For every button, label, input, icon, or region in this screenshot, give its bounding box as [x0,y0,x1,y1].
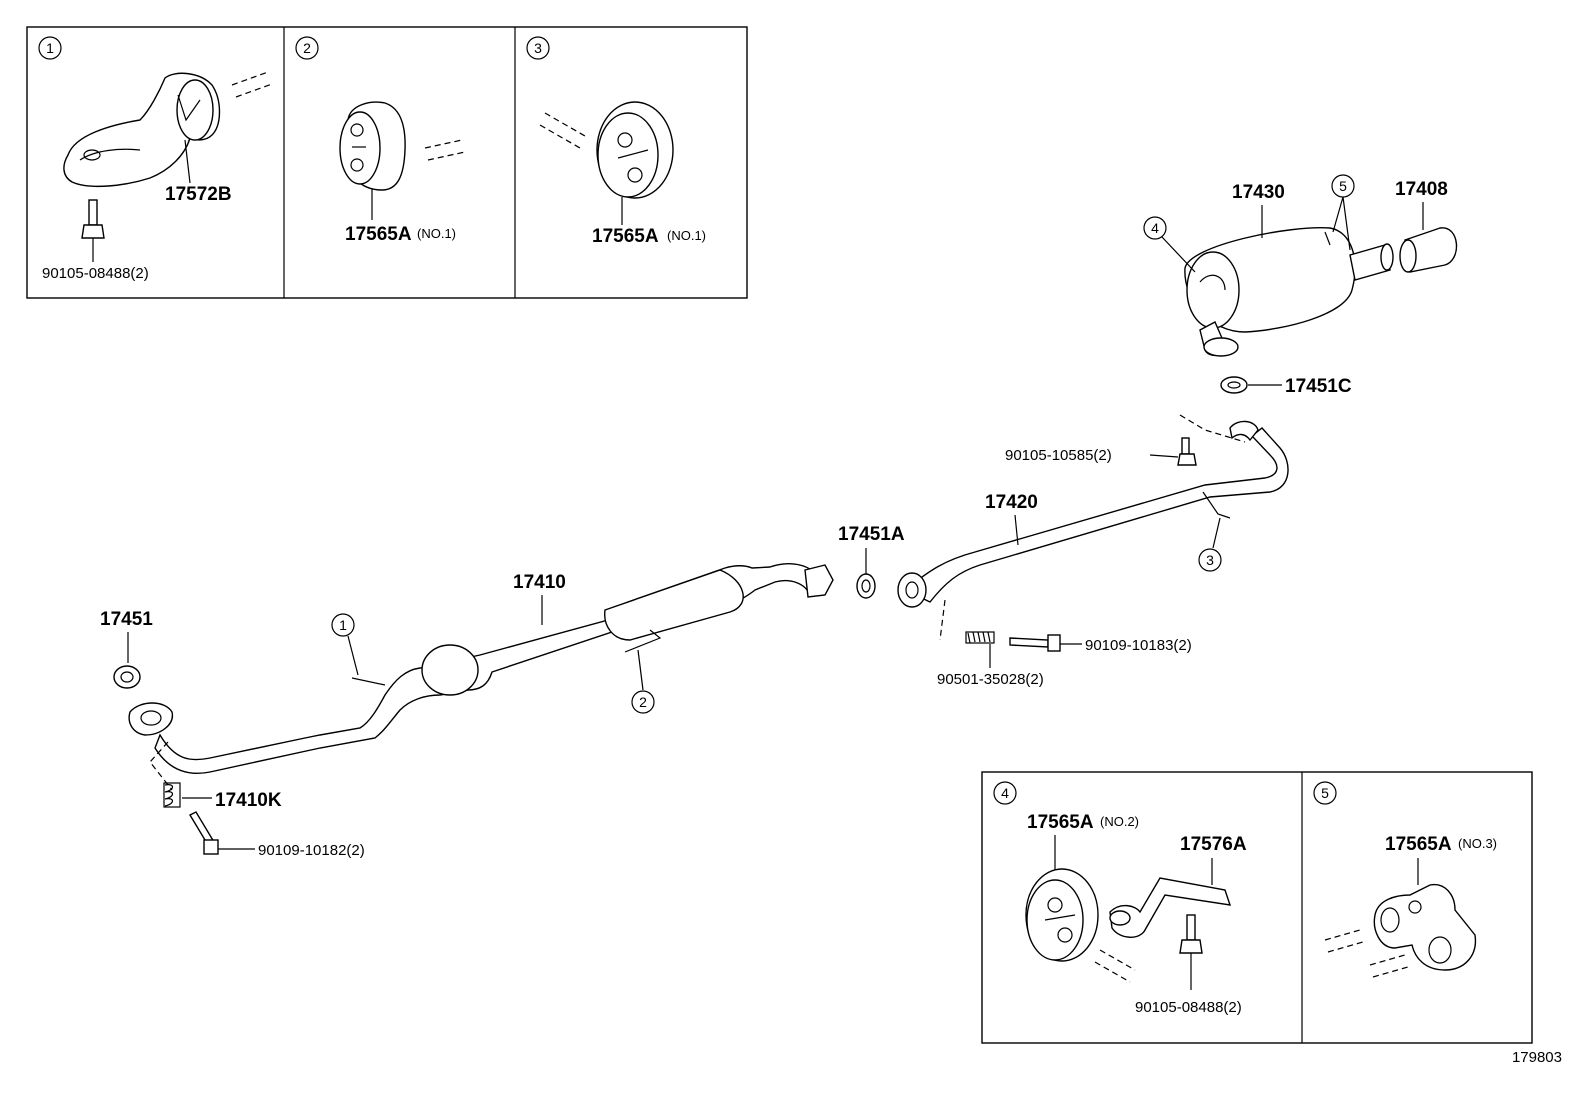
inset-2-number-circle [295,36,319,60]
rubber-rod-icon [539,112,586,149]
part-label-17572B: 17572B [165,184,232,205]
inset-4-number-circle [993,781,1017,805]
bottom-inset-panels [981,771,1533,1044]
inset-1: 1 17572B 90105-08488(2) [38,36,273,282]
callout-1: 1 [339,617,347,633]
part-note: (NO.1) [667,228,706,243]
muffler-icon [1184,227,1394,357]
part-label-17451C: 17451C [1285,376,1352,397]
callout-4: 4 [1151,220,1159,236]
center-pipe-assembly: 17420 3 90105-10585(2) 90501-35028(2) 90… [897,414,1289,688]
inset-5: 5 17565A (NO.3) [1313,781,1497,978]
inset-4: 4 17565A (NO.2) 17576A 90105-08488(2) [993,781,1247,1016]
part-label-17565A: 17565A [592,226,659,247]
part-label-17420: 17420 [985,492,1038,513]
callout-3: 3 [1206,552,1214,568]
callout-2-circle [631,690,655,714]
part-label-17410: 17410 [513,572,566,593]
part-label-17408: 17408 [1395,179,1448,200]
part-label-bolt: 90105-08488(2) [1135,999,1242,1016]
part-label-bolt-upper: 90105-10585(2) [1005,447,1112,464]
inset-2-number: 2 [303,40,311,56]
callout-4-circle [1143,216,1167,240]
gasket-17451: 17451 [100,609,153,689]
part-label-spring-center: 90501-35028(2) [937,671,1044,688]
bolt-icon [1179,914,1203,990]
bracket-icon [1109,877,1232,938]
inset-5-number: 5 [1321,785,1329,801]
part-label-bolt-center: 90109-10183(2) [1085,637,1192,654]
bolt-icon [81,199,105,262]
part-label-bolt-front: 90109-10182(2) [258,842,365,859]
gasket-icon [856,573,876,599]
muffler-assembly: 17430 5 17408 4 [1143,174,1458,357]
inset-3-number-circle [526,36,550,60]
inset-5-number-circle [1313,781,1337,805]
part-label-17451A: 17451A [838,524,905,545]
rubber-hanger-icon [1373,883,1477,971]
rubber-hanger-icon [596,101,674,199]
rubber-rod-icon [424,139,466,161]
center-pipe-icon [897,420,1289,608]
callout-1-circle [331,613,355,637]
gasket-icon [1220,376,1248,394]
callout-2: 2 [639,694,647,710]
diagram-id: 179803 [1512,1049,1562,1066]
part-label-bolt: 90105-08488(2) [42,265,149,282]
part-label-17565A: 17565A [1027,812,1094,833]
front-pipe-assembly: 17410 1 2 [128,563,834,775]
bolt-icon [1009,634,1061,652]
front-pipe-icon [128,563,834,775]
rubber-rod-icon [1094,949,1136,983]
part-label-17576A: 17576A [1180,834,1247,855]
front-fasteners: 17410K 90109-10182(2) [149,741,365,859]
part-note: (NO.2) [1100,814,1139,829]
part-note: (NO.3) [1458,836,1497,851]
spring-icon [163,782,181,808]
top-inset-panels [26,26,748,299]
part-label-17410K: 17410K [215,790,282,811]
inset-1-number-circle [38,36,62,60]
bolt-icon [189,811,219,855]
part-label-17430: 17430 [1232,182,1285,203]
bolt-icon [1177,437,1197,466]
gasket-17451a: 17451A [838,524,905,599]
hanger-bracket-icon [63,72,221,188]
callout-5: 5 [1339,178,1347,194]
gasket-17451c: 17451C [1220,376,1352,397]
spring-icon [965,631,995,644]
part-note: (NO.1) [417,226,456,241]
rubber-hanger-icon [339,101,406,191]
inset-4-number: 4 [1001,785,1009,801]
part-label-17565A: 17565A [345,224,412,245]
inset-1-number: 1 [46,40,54,56]
part-label-17451: 17451 [100,609,153,630]
part-label-17565A: 17565A [1385,834,1452,855]
callout-3-circle [1198,548,1222,572]
inset-2: 2 17565A (NO.1) [295,36,466,245]
rubber-hanger-icon [1025,868,1099,962]
rubber-rod-icon [231,71,273,98]
tail-tip-icon [1399,227,1458,273]
inset-3: 3 17565A (NO.1) [526,36,706,247]
gasket-icon [113,665,141,689]
inset-3-number: 3 [534,40,542,56]
